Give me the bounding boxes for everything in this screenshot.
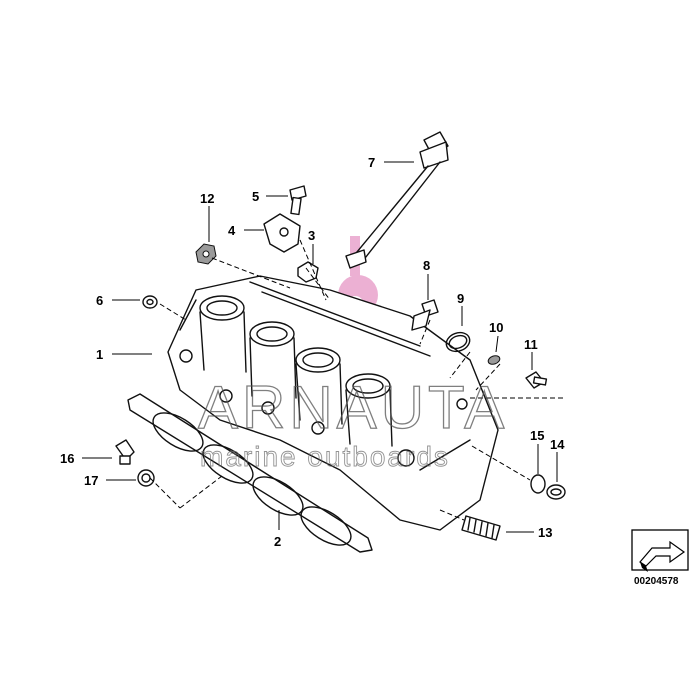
callout-9: 9	[457, 291, 464, 306]
callout-4: 4	[228, 223, 236, 238]
callout-5: 5	[252, 189, 259, 204]
part-4-bracket	[263, 213, 301, 253]
callout-16: 16	[60, 451, 74, 466]
part-1-cylinder-head	[167, 275, 499, 531]
callout-labels: 1 2 3 4 5 6 7 8 9 10 11 12 13 14 15 16 1…	[60, 155, 565, 549]
part-5-small-bolt	[289, 185, 307, 216]
callout-2: 2	[274, 534, 281, 549]
watermark-tagline: marine outboards	[200, 441, 450, 472]
part-2-gasket	[127, 393, 373, 553]
part-7-long-bolt	[345, 131, 449, 269]
part-10-ring	[487, 355, 501, 365]
part-12-nut	[195, 243, 217, 265]
callout-15: 15	[530, 428, 544, 443]
callout-1: 1	[96, 347, 103, 362]
part-17-ring	[137, 469, 155, 487]
reference-number: 00204578	[634, 576, 679, 587]
watermark-brand: ARNAUTA	[198, 374, 508, 441]
part-9-o-ring	[445, 331, 471, 353]
watermark-text: ARNAUTA marine outboards	[197, 373, 508, 472]
callout-8: 8	[423, 258, 430, 273]
callout-12: 12	[200, 191, 214, 206]
part-15-washer	[530, 474, 546, 494]
part-8-bolt	[411, 299, 439, 331]
callout-10: 10	[489, 320, 503, 335]
callout-13: 13	[538, 525, 552, 540]
callout-6: 6	[96, 293, 103, 308]
part-16-sensor	[115, 439, 135, 465]
callout-17: 17	[84, 473, 98, 488]
part-13-stud	[461, 515, 501, 541]
callout-7: 7	[368, 155, 375, 170]
part-6-seal-ring	[142, 295, 158, 309]
callout-3: 3	[308, 228, 315, 243]
callout-11: 11	[524, 337, 538, 352]
part-14-plug	[546, 484, 566, 500]
leader-lines	[82, 161, 558, 533]
part-11-bolt	[525, 371, 548, 389]
callout-14: 14	[550, 437, 565, 452]
arrow-icon	[639, 540, 686, 572]
assembly-lines	[149, 239, 566, 521]
reference-box: 00204578	[631, 529, 689, 587]
part-3-nut	[297, 261, 319, 283]
